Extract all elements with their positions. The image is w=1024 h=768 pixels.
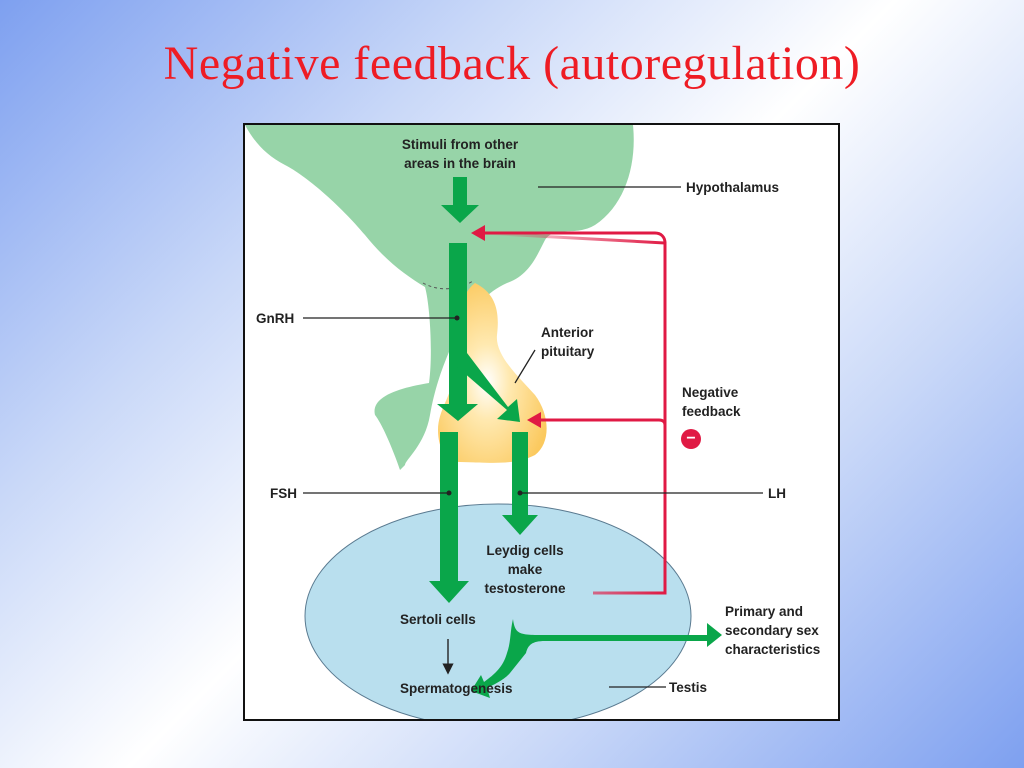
spermatogenesis-label: Spermatogenesis: [400, 681, 513, 696]
leydig-label-line1: Leydig cells: [486, 543, 564, 558]
primary-label-line2: secondary sex: [725, 623, 819, 638]
lh-arrow: [502, 432, 538, 535]
testosterone-effect-arrow: [471, 619, 722, 698]
negative-feedback-label: Negative feedback: [682, 383, 741, 421]
feedback-arrowhead-top: [471, 225, 485, 241]
leydig-label-line3: testosterone: [484, 581, 566, 596]
stimuli-arrow: [441, 177, 479, 223]
negative-label-line2: feedback: [682, 404, 741, 419]
hypothalamus-label: Hypothalamus: [686, 180, 780, 195]
negative-feedback-minus-icon: −: [681, 429, 701, 449]
feedback-line-outer: [481, 231, 667, 593]
lh-label: LH: [768, 486, 786, 501]
stimuli-label: Stimuli from other areas in the brain: [385, 135, 535, 173]
primary-label-line1: Primary and: [725, 604, 804, 619]
fsh-arrow: [429, 432, 469, 603]
primary-secondary-label: Primary and secondary sex characteristic…: [725, 602, 820, 659]
feedback-arrowhead-pituitary: [527, 412, 541, 428]
gnrh-label: GnRH: [256, 311, 295, 326]
hypothalamus-shape: [245, 125, 634, 470]
gnrh-branch-arrow: [455, 353, 520, 422]
diagram-figure: Stimuli from other areas in the brain Hy…: [243, 123, 840, 721]
sertoli-label: Sertoli cells: [400, 612, 476, 627]
anterior-label-line1: Anterior: [541, 325, 594, 340]
primary-label-line3: characteristics: [725, 642, 821, 657]
anterior-pituitary-leader: [514, 349, 536, 384]
negative-label-line1: Negative: [682, 385, 739, 400]
diagram-drawing: [245, 125, 763, 719]
testis-shape: [304, 503, 692, 719]
stimuli-label-line1: Stimuli from other: [401, 137, 519, 152]
anterior-label-line2: pituitary: [541, 344, 595, 359]
gnrh-arrow: [437, 243, 478, 421]
slide-title: Negative feedback (autoregulation): [163, 37, 861, 90]
testis-label: Testis: [669, 680, 708, 695]
boundary-dashed-line: [422, 280, 474, 290]
feedback-line-pituitary: [537, 418, 667, 426]
fsh-label: FSH: [270, 486, 297, 501]
anterior-pituitary-label: Anterior pituitary: [541, 323, 594, 361]
leydig-label-line2: make: [507, 562, 543, 577]
stimuli-label-line2: areas in the brain: [404, 156, 516, 171]
leydig-label: Leydig cells make testosterone: [465, 541, 585, 598]
